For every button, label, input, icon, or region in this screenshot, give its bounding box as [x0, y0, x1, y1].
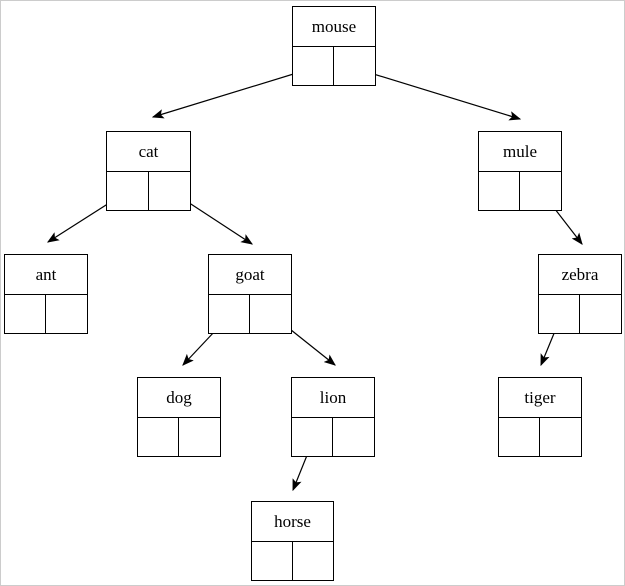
node-label-goat: goat	[209, 255, 291, 295]
tree-node-lion[interactable]: lion	[291, 377, 375, 457]
tree-node-dog[interactable]: dog	[137, 377, 221, 457]
tree-node-horse[interactable]: horse	[251, 501, 334, 581]
node-pointer-left-lion[interactable]	[292, 418, 333, 456]
node-pointer-right-horse[interactable]	[293, 542, 334, 580]
node-pointer-left-cat[interactable]	[107, 172, 149, 210]
node-pointers-horse	[252, 542, 333, 580]
tree-node-mule[interactable]: mule	[478, 131, 562, 211]
node-pointer-left-dog[interactable]	[138, 418, 179, 456]
node-pointer-right-zebra[interactable]	[580, 295, 621, 333]
node-label-tiger: tiger	[499, 378, 581, 418]
node-pointer-right-tiger[interactable]	[540, 418, 581, 456]
node-pointers-dog	[138, 418, 220, 456]
node-pointer-right-dog[interactable]	[179, 418, 220, 456]
node-label-mouse: mouse	[293, 7, 375, 47]
node-pointers-cat	[107, 172, 190, 210]
node-pointers-zebra	[539, 295, 621, 333]
edge-mouse-left-cat	[151, 67, 314, 119]
node-pointer-right-ant[interactable]	[46, 295, 87, 333]
node-pointer-right-cat[interactable]	[149, 172, 191, 210]
node-pointer-left-zebra[interactable]	[539, 295, 580, 333]
node-label-mule: mule	[479, 132, 561, 172]
tree-node-mouse[interactable]: mouse	[292, 6, 376, 86]
node-pointers-ant	[5, 295, 87, 333]
node-label-lion: lion	[292, 378, 374, 418]
node-pointer-left-ant[interactable]	[5, 295, 46, 333]
node-pointers-lion	[292, 418, 374, 456]
node-label-zebra: zebra	[539, 255, 621, 295]
node-label-cat: cat	[107, 132, 190, 172]
tree-node-goat[interactable]: goat	[208, 254, 292, 334]
tree-node-cat[interactable]: cat	[106, 131, 191, 211]
edge-mouse-right-mule	[353, 67, 522, 121]
node-pointer-right-mouse[interactable]	[334, 47, 375, 85]
node-label-dog: dog	[138, 378, 220, 418]
node-pointer-right-mule[interactable]	[520, 172, 561, 210]
node-pointers-mule	[479, 172, 561, 210]
tree-node-tiger[interactable]: tiger	[498, 377, 582, 457]
node-pointer-left-mule[interactable]	[479, 172, 520, 210]
node-label-horse: horse	[252, 502, 333, 542]
node-pointer-left-tiger[interactable]	[499, 418, 540, 456]
tree-node-zebra[interactable]: zebra	[538, 254, 622, 334]
node-label-ant: ant	[5, 255, 87, 295]
node-pointers-mouse	[293, 47, 375, 85]
node-pointer-left-mouse[interactable]	[293, 47, 334, 85]
node-pointer-left-goat[interactable]	[209, 295, 250, 333]
node-pointers-tiger	[499, 418, 581, 456]
node-pointer-right-goat[interactable]	[250, 295, 291, 333]
tree-node-ant[interactable]: ant	[4, 254, 88, 334]
node-pointers-goat	[209, 295, 291, 333]
node-pointer-right-lion[interactable]	[333, 418, 374, 456]
node-pointer-left-horse[interactable]	[252, 542, 293, 580]
